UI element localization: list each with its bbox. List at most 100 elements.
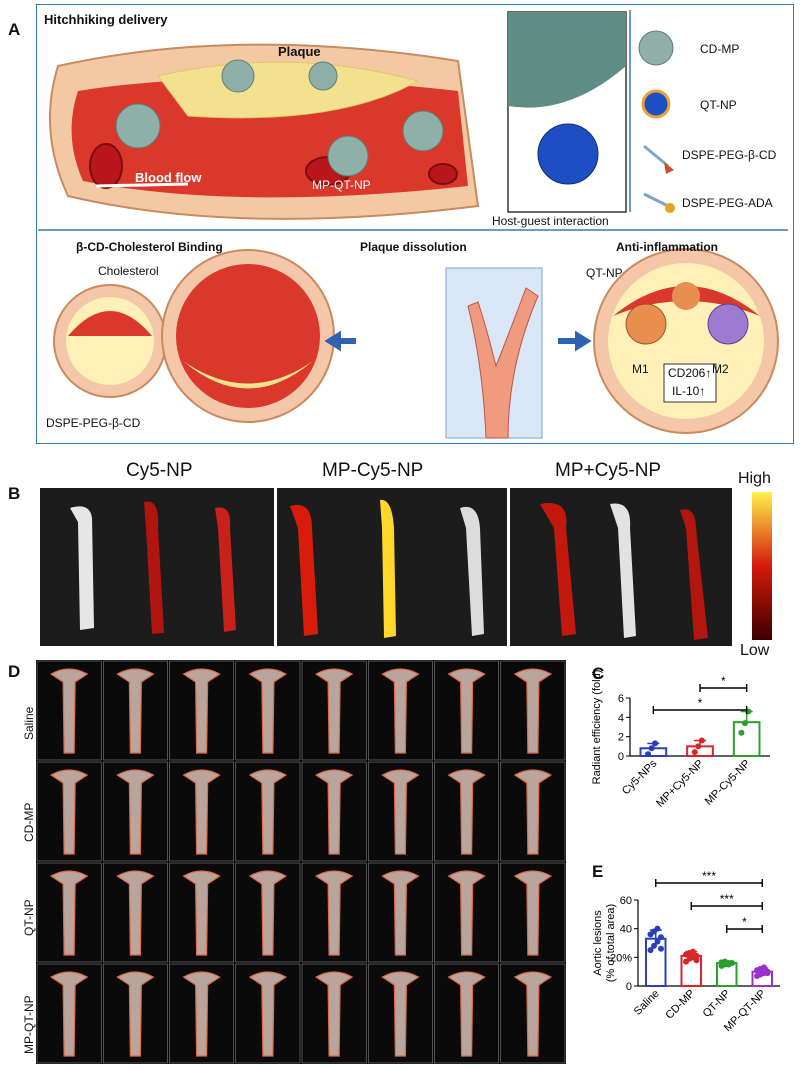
blue-arrow-left [324, 330, 356, 352]
y-tick-label: 4 [618, 712, 624, 724]
m1-label: M1 [632, 362, 649, 376]
aorta-specimen [116, 668, 155, 754]
aorta-specimen [182, 870, 221, 956]
qt-np-label: QT-NP [586, 266, 623, 280]
y-tick-label: 0 [618, 751, 624, 763]
cholesterol-label: Cholesterol [98, 264, 159, 278]
y-tick-label: 60 [620, 895, 632, 907]
scale-high-label: High [738, 470, 771, 487]
group-label-mp-plus-cy5-np: MP+Cy5-NP [555, 460, 662, 481]
y-tick-label: 2 [618, 732, 624, 744]
aorta-specimen [447, 971, 486, 1057]
row-label-cd-mp: CD-MP [22, 802, 36, 842]
dspe-peg-cd-legend-icon [643, 144, 669, 168]
bar [644, 937, 667, 987]
data-point [690, 948, 696, 955]
qt-np-particle-zoom [537, 123, 599, 185]
qt-np-legend-icon [641, 89, 671, 119]
aorta-specimen [248, 769, 288, 855]
legend-cd-mp: CD-MP [700, 42, 740, 56]
cd-mp-particle [327, 135, 369, 177]
aorta-specimen [381, 971, 420, 1057]
legend-qt-np: QT-NP [700, 98, 737, 112]
binding-title: β-CD-Cholesterol Binding [76, 240, 223, 254]
bar [732, 721, 761, 757]
group-label-mp-cy5-np: MP-Cy5-NP [322, 460, 424, 481]
aorta-specimen [49, 971, 89, 1057]
aorta-grid-svg [36, 660, 566, 1064]
aorta-specimen [49, 668, 89, 754]
aorta-signal [144, 501, 164, 634]
significance-label: * [721, 674, 726, 688]
plaque-label: Plaque [278, 44, 321, 59]
m1-macrophage [625, 303, 667, 345]
aorta-specimen [116, 971, 155, 1057]
data-point [658, 945, 664, 952]
x-tick-label: Cy5-NPs [620, 757, 660, 797]
scale-low-label: Low [740, 642, 770, 659]
aorta-specimen [248, 971, 288, 1057]
mp-qt-np-label: MP-QT-NP [312, 178, 371, 192]
data-point [693, 957, 700, 964]
data-point [658, 934, 664, 941]
aorta-specimen [248, 870, 288, 956]
data-point [654, 925, 661, 932]
data-point [761, 964, 767, 971]
il10-label: IL-10↑ [672, 384, 706, 398]
aorta-specimen [447, 870, 486, 956]
panel-label-a: A [8, 20, 21, 39]
y-tick-label: 6 [618, 693, 624, 705]
aorta-specimen [314, 971, 354, 1057]
dspe-peg-cd-label: DSPE-PEG-β-CD [46, 416, 141, 430]
aorta-specimen [248, 668, 288, 754]
aorta-specimen [513, 971, 553, 1057]
data-point [652, 740, 659, 747]
aorta-signal [540, 503, 576, 636]
en-face-aorta-grid [36, 660, 566, 1064]
y-axis-label: Radiant efficiency (fold) [591, 670, 603, 785]
dspe-peg-ada-legend-icon [643, 192, 669, 208]
cd-mp-legend-icon [638, 30, 674, 66]
aorta-specimen [314, 769, 354, 855]
panel-label-e: E [592, 862, 604, 881]
x-tick-label: MP+Cy5-NP [654, 758, 706, 810]
ivis-aortas [70, 499, 708, 640]
data-point [693, 952, 700, 959]
blue-arrow-right [558, 330, 592, 352]
cd-mp-particle [402, 110, 444, 152]
qt-np-particle [672, 282, 700, 310]
significance-label: *** [720, 892, 734, 906]
aorta-specimen [49, 870, 89, 956]
vessel-illustration [38, 10, 788, 439]
cd-mp-particle [308, 61, 338, 91]
aorta-specimen [447, 668, 486, 754]
m2-macrophage [707, 303, 749, 345]
aorta-specimen [182, 668, 221, 754]
anti-inflammation-title: Anti-inflammation [616, 240, 718, 254]
row-label-saline: Saline [22, 706, 36, 740]
aorta-signal [460, 506, 484, 636]
aorta-specimen [513, 668, 553, 754]
x-tick-label: QT-NP [701, 988, 733, 1020]
aorta-signal [290, 504, 318, 636]
dissolution-title: Plaque dissolution [360, 240, 467, 254]
aorta-specimen [116, 870, 155, 956]
panel-a-frame [36, 4, 794, 444]
data-point [729, 960, 735, 967]
panel-label-b: B [8, 484, 21, 503]
red-blood-cell [89, 143, 123, 189]
y-tick-label: 20% [610, 952, 632, 964]
legend-dspe-peg-cd: DSPE-PEG-β-CD [682, 148, 777, 162]
color-scale-bar [752, 492, 772, 640]
blood-flow-label: Blood flow [135, 170, 202, 185]
aorta-specimen [447, 769, 486, 855]
m2-label: M2 [712, 362, 729, 376]
aorta-specimen [513, 870, 553, 956]
vessel-lumen [71, 78, 469, 198]
cytokine-box [663, 363, 717, 403]
data-point [648, 745, 655, 752]
group-label-cy5-np: Cy5-NP [126, 460, 193, 481]
aorta-specimen [49, 769, 89, 855]
row-label-qt-np: QT-NP [22, 899, 36, 936]
